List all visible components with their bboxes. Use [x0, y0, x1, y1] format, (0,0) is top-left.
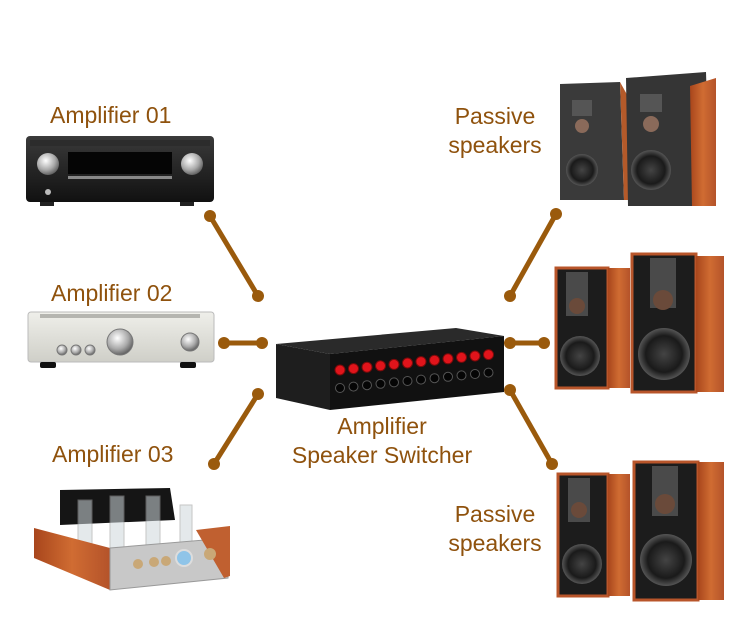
connector-lines	[204, 208, 562, 470]
connector-line	[207, 214, 261, 298]
connector-dot	[504, 337, 516, 349]
connector-dot	[550, 208, 562, 220]
black-terminal	[348, 381, 359, 392]
switcher-label-line1: Amplifier	[337, 413, 427, 439]
speaker-switcher-device	[276, 328, 504, 410]
speakers-bottom-label-line1: Passive	[454, 501, 536, 527]
speakers-top-label-line2: speakers	[448, 131, 542, 158]
red-terminal	[361, 361, 373, 373]
connector-speakers-bottom	[504, 384, 558, 470]
speakers-top-label-line1: Passive	[454, 103, 536, 129]
speakers-bottom-device	[556, 460, 724, 602]
connector-dot	[218, 337, 230, 349]
connector-dot	[252, 388, 264, 400]
black-terminal	[402, 376, 413, 386]
connector-amp01	[204, 210, 264, 302]
amplifier-02-device	[27, 311, 215, 368]
black-terminal	[470, 369, 480, 379]
speakers-bottom-label: Passive speakers	[440, 500, 550, 558]
black-terminal	[429, 373, 440, 384]
amplifier-03-label: Amplifier 03	[52, 441, 174, 467]
black-terminal	[335, 383, 345, 393]
red-terminal	[442, 353, 454, 365]
switcher-label-line2: Speaker Switcher	[291, 441, 473, 468]
black-terminal	[483, 367, 494, 378]
terminal-rows	[334, 349, 494, 393]
red-terminal	[402, 357, 413, 369]
speakers-bottom-label-line2: speakers	[448, 529, 542, 556]
switcher-label: Amplifier Speaker Switcher	[282, 412, 482, 470]
connector-dot	[256, 337, 268, 349]
connector-speakers-middle	[504, 337, 550, 349]
red-terminal	[429, 354, 440, 366]
connector-dot	[538, 337, 550, 349]
black-terminal	[389, 377, 399, 388]
connector-line	[211, 392, 261, 466]
black-terminal	[443, 371, 453, 382]
amplifier-02-label: Amplifier 02	[51, 280, 173, 306]
connector-line	[507, 388, 555, 466]
connector-dot	[252, 290, 264, 302]
amplifier-01-label: Amplifier 01	[50, 102, 172, 128]
connector-dot	[208, 458, 220, 470]
red-terminal	[483, 349, 494, 361]
black-terminal	[362, 380, 372, 391]
red-terminal	[375, 360, 386, 372]
speakers-middle-device	[554, 252, 724, 394]
red-terminal	[415, 356, 427, 368]
connector-amp02	[218, 337, 268, 349]
black-terminal	[416, 374, 426, 385]
speakers-top-label: Passive speakers	[440, 102, 550, 160]
red-terminal	[388, 358, 400, 370]
connector-dot	[504, 384, 516, 396]
connector-speakers-top	[504, 208, 562, 302]
red-terminal	[334, 364, 346, 376]
connector-dot	[546, 458, 558, 470]
amplifier-03-device	[34, 488, 230, 591]
black-terminal	[456, 370, 467, 381]
speakers-top-device	[560, 72, 716, 206]
red-terminal	[348, 363, 359, 375]
connector-line	[507, 212, 559, 298]
black-terminal	[375, 378, 386, 389]
connector-amp03	[208, 388, 264, 470]
red-terminal	[469, 350, 481, 362]
amplifier-01-device	[26, 136, 214, 206]
red-terminal	[456, 351, 467, 363]
connector-dot	[504, 290, 516, 302]
connector-dot	[204, 210, 216, 222]
